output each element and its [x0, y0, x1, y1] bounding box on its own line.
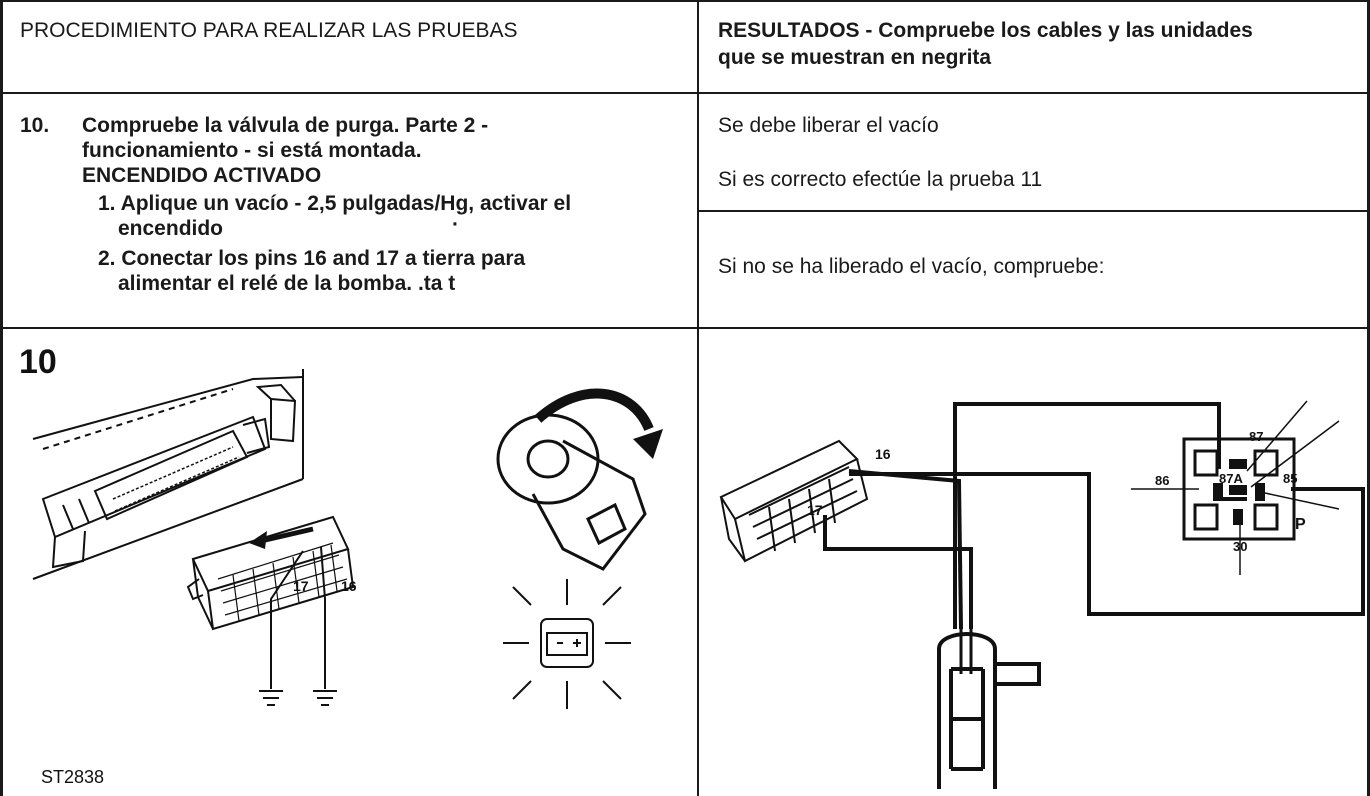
table-border-right: [1367, 0, 1370, 796]
ground-leads: [270, 546, 326, 689]
substep-2-line2: alimentar el relé de la bomba. .ta t: [118, 272, 456, 295]
step-title-line2: funcionamiento - si está montada.: [82, 139, 422, 162]
relay-label-87: 87: [1249, 429, 1263, 444]
results-column-header-line1: RESULTADOS - Compruebe los cables y las …: [718, 19, 1253, 42]
relay-terminals: [1213, 459, 1265, 525]
ground-icon: [259, 690, 337, 706]
pin-label-17: 17: [293, 578, 309, 594]
stray-dot: ·: [452, 213, 459, 236]
result-next-test: Si es correcto efectúe la prueba 11: [718, 168, 1043, 191]
figure-divider: [0, 327, 1370, 329]
procedure-column-header: PROCEDIMIENTO PARA REALIZAR LAS PRUEBAS: [20, 19, 518, 42]
substep-1-line2: encendido: [118, 217, 224, 240]
relay-label-30: 30: [1233, 539, 1247, 554]
figure-number: 10: [19, 343, 57, 381]
relay-label-87a: 87A: [1219, 471, 1243, 486]
plug-terminals: [217, 542, 348, 622]
relay-label-86: 86: [1155, 473, 1169, 488]
ignition-key-icon: [496, 388, 654, 571]
result-divider: [697, 210, 1370, 212]
disconnect-arrow: [260, 526, 314, 544]
battery-warning-lamp-icon: [503, 579, 631, 709]
harness-plug: [186, 515, 355, 631]
pin-label-16: 16: [341, 578, 357, 594]
relay-label-p: P: [1295, 516, 1306, 533]
table-border-left: [0, 0, 3, 796]
step-title-line1: Compruebe la válvula de purga. Parte 2 -: [82, 114, 489, 137]
relay-label-leaders: [1131, 400, 1340, 575]
result-not-released: Si no se ha liberado el vacío, compruebe…: [718, 255, 1105, 278]
turn-arrow-head: [633, 429, 663, 459]
purge-valve: [937, 629, 1041, 789]
results-column-header-line2: que se muestran en negrita: [718, 46, 992, 69]
table-border-top: [0, 0, 1370, 2]
relay-label-85: 85: [1283, 471, 1297, 486]
step-condition: ENCENDIDO ACTIVADO: [82, 164, 322, 187]
step-number: 10.: [20, 114, 50, 137]
connector-pin-17: 17: [807, 502, 823, 518]
connector-pin-16: 16: [875, 446, 891, 462]
ecu-connector-illustration: 10 ST2838: [19, 343, 663, 787]
socket-pins: [112, 446, 240, 512]
wiring-harness: [823, 402, 1365, 630]
relay-wiring-illustration: 16 17: [719, 400, 1365, 789]
column-divider: [697, 0, 699, 796]
substep-1-line1: 1. Aplique un vacío - 2,5 pulgadas/Hg, a…: [98, 192, 572, 215]
result-vacuum-released: Se debe liberar el vacío: [718, 114, 939, 137]
substep-2-line1: 2. Conectar los pins 16 and 17 a tierra …: [98, 247, 526, 270]
disconnect-arrow-head: [249, 531, 267, 549]
ecu-socket: [41, 415, 271, 569]
harness-connector: [719, 439, 869, 563]
header-divider: [0, 92, 1370, 94]
figure-code: ST2838: [41, 767, 104, 787]
